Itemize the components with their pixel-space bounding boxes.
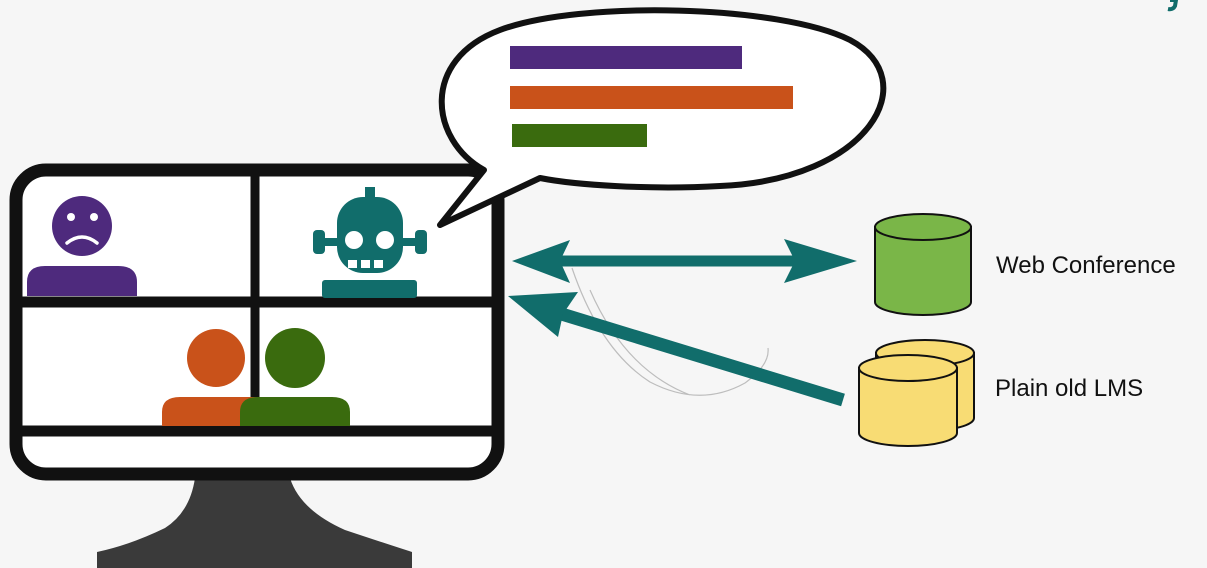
- sad-participant-icon: [27, 196, 137, 296]
- corner-mark: [1167, 0, 1179, 12]
- lms-database-icon: [858, 339, 975, 447]
- web-conference-arrow: [512, 239, 857, 283]
- web-conference-database-icon: [874, 213, 972, 316]
- lms-label: Plain old LMS: [995, 375, 1143, 402]
- monitor-stand: [97, 478, 412, 568]
- green-bar: [512, 124, 647, 147]
- bubble-bars: [510, 46, 793, 147]
- web-conference-label: Web Conference: [996, 252, 1176, 279]
- connection-arrows: [508, 239, 857, 407]
- speech-bubble: [437, 7, 887, 228]
- green-participant-icon: [240, 328, 350, 426]
- orange-bar: [510, 86, 793, 109]
- purple-bar: [510, 46, 742, 69]
- robot-icon: [313, 187, 427, 298]
- lms-arrow: [508, 292, 845, 407]
